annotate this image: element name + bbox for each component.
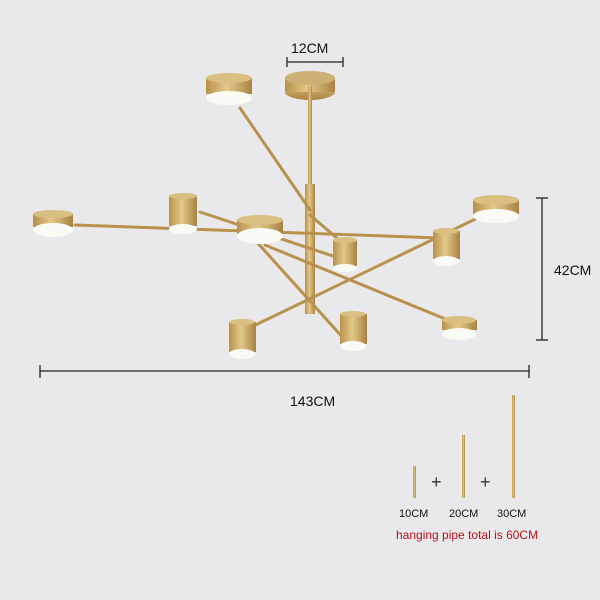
height-dimension-line xyxy=(536,197,548,341)
lamp-head xyxy=(237,215,283,244)
lamp-head xyxy=(169,193,197,234)
plus-symbol: + xyxy=(431,472,442,492)
lamp-head xyxy=(33,210,73,237)
lamp-head xyxy=(340,311,367,351)
pipe-10cm xyxy=(413,466,416,498)
lamp-head xyxy=(473,195,519,223)
lamp-head xyxy=(333,237,357,272)
pipe-total-note: hanging pipe total is 60CM xyxy=(396,528,539,542)
pipe-20cm xyxy=(462,435,465,498)
canopy-dimension-line xyxy=(286,57,344,67)
lamp-head xyxy=(206,73,252,105)
pipe-label: 20CM xyxy=(449,508,479,520)
pipe-30cm xyxy=(512,395,515,498)
height-label: 42CM xyxy=(554,262,592,278)
lamp-head xyxy=(442,316,477,340)
down-rod xyxy=(308,86,312,186)
width-dimension-line xyxy=(39,365,530,378)
lamp-head xyxy=(433,228,460,266)
total-width-label: 143CM xyxy=(290,393,336,409)
pipe-label: 10CM xyxy=(399,508,429,520)
lamp-head xyxy=(229,319,256,359)
canopy-width-label: 12CM xyxy=(291,40,329,56)
pipe-label: 30CM xyxy=(497,508,527,520)
plus-symbol: + xyxy=(480,472,491,492)
